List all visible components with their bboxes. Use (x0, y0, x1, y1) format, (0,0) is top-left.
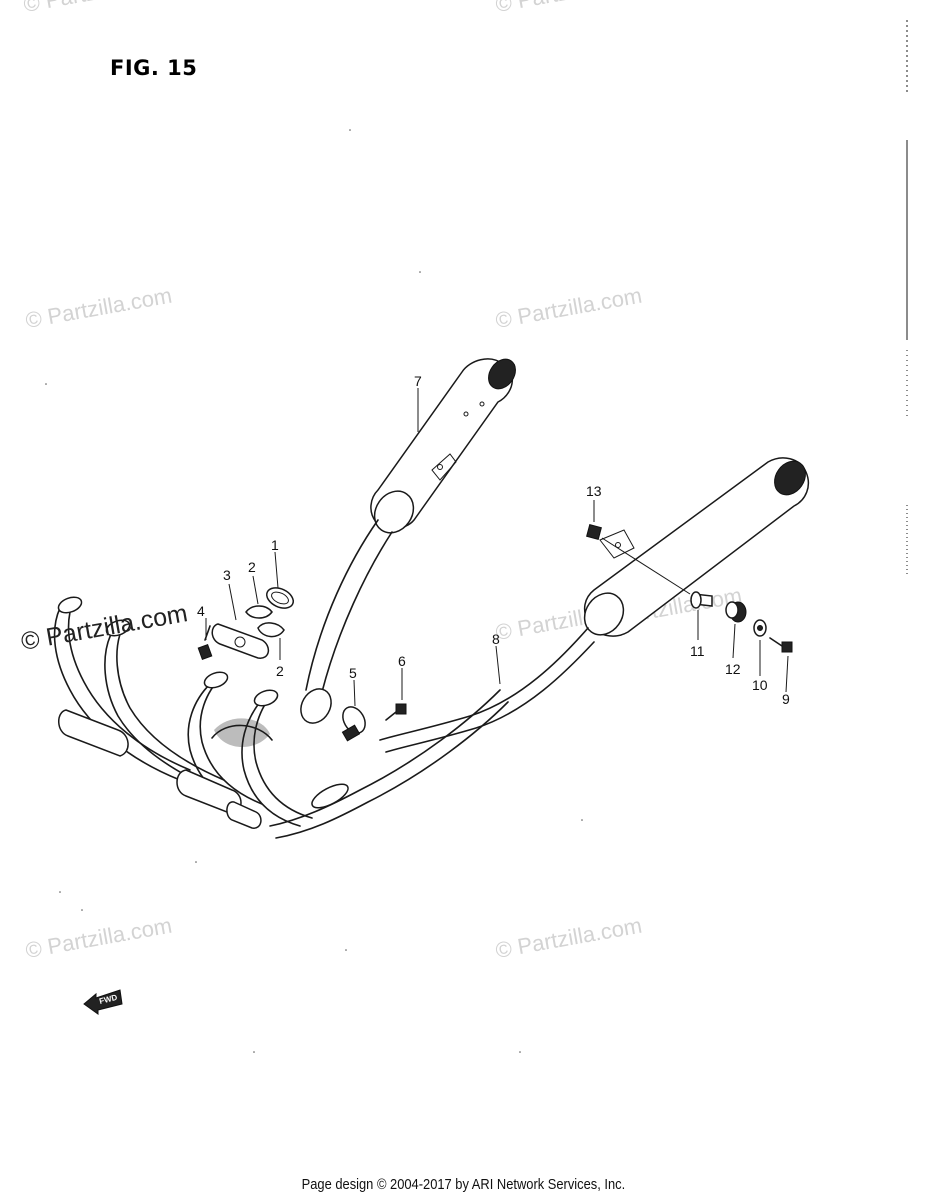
exhaust-pipe-joint-2b[interactable] (257, 622, 285, 638)
callout-6: 6 (398, 653, 406, 669)
exhaust-pipe-clamp-3[interactable] (211, 623, 270, 659)
callout-13: 13 (586, 483, 602, 499)
callout-10: 10 (752, 677, 768, 693)
callout-1: 1 (271, 537, 279, 553)
callout-4: 4 (197, 603, 205, 619)
scan-specks (45, 129, 583, 1053)
callout-3: 3 (223, 567, 231, 583)
callout-11: 11 (690, 643, 705, 659)
callout-12: 12 (725, 661, 741, 677)
clamp-5[interactable] (338, 703, 369, 742)
callout-8: 8 (492, 631, 500, 647)
fwd-arrow-icon: FWD (83, 989, 123, 1015)
gasket-1[interactable] (264, 584, 297, 612)
connecting-pipes (211, 519, 595, 839)
callout-5: 5 (349, 665, 357, 681)
leader-lines (205, 388, 789, 707)
callout-7: 7 (414, 373, 422, 389)
fwd-label: FWD (98, 993, 118, 1006)
bolt-6[interactable] (385, 703, 407, 721)
callout-2: 2 (248, 559, 256, 575)
nut-13[interactable] (586, 524, 602, 540)
header-pipes[interactable] (53, 594, 313, 829)
bush-12[interactable] (725, 601, 747, 623)
bolt-9[interactable] (769, 637, 793, 653)
exhaust-pipe-joint-2a[interactable] (245, 605, 273, 619)
callout-labels: 1 2 2 3 4 5 6 7 8 9 10 11 12 13 (197, 373, 790, 707)
callout-2: 2 (276, 663, 284, 679)
figure-title: FIG. 15 (110, 56, 198, 80)
callout-9: 9 (782, 691, 790, 707)
muffler-lower[interactable] (577, 455, 812, 642)
bolt-4[interactable] (197, 625, 213, 660)
page-footer: Page design © 2004-2017 by ARI Network S… (301, 1176, 626, 1193)
muffler-upper[interactable] (367, 354, 521, 540)
washer-10[interactable] (753, 619, 767, 637)
bush-11[interactable] (690, 591, 713, 609)
